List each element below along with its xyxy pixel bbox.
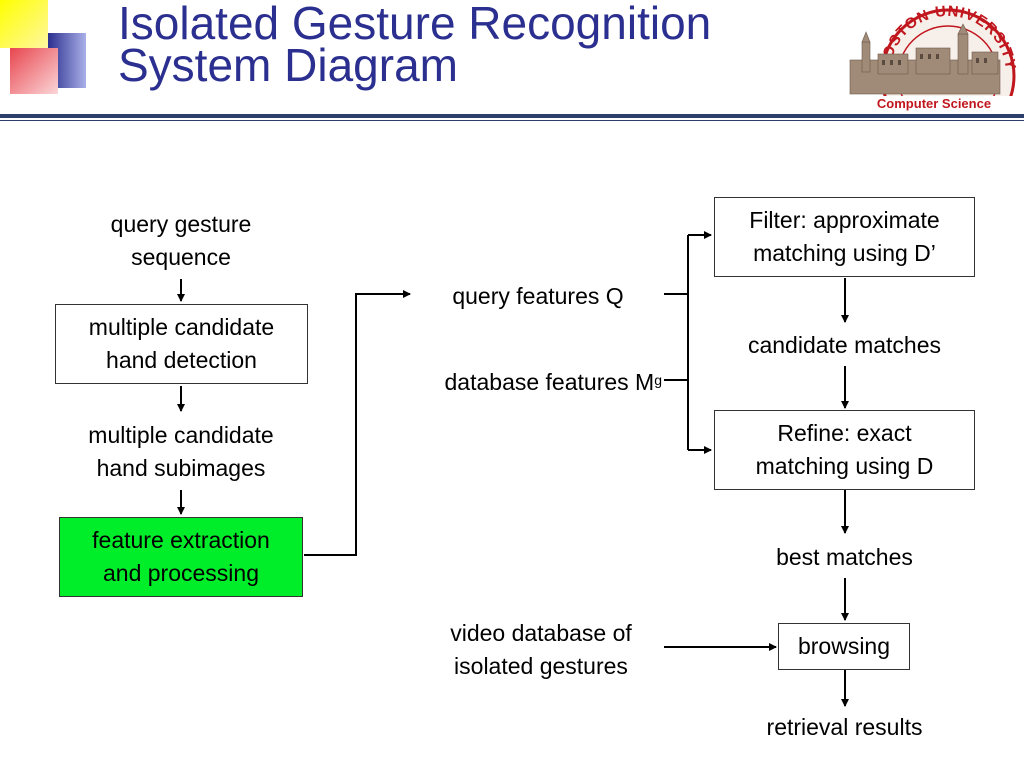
- boston-university-logo: BOSTON UNIVERSITY: [848, 3, 1020, 144]
- query-features-text: query features Q: [452, 283, 624, 309]
- database-features-label: database features Mg: [382, 366, 662, 399]
- refine-line-1: Refine: exact: [777, 420, 912, 446]
- best-matches-label: best matches: [714, 541, 975, 574]
- candidate-matches-text: candidate matches: [747, 332, 942, 358]
- feature-extraction-box: feature extraction and processing: [59, 517, 303, 597]
- refine-box: Refine: exact matching using D: [714, 410, 975, 490]
- retrieval-results-label: retrieval results: [714, 711, 975, 744]
- hand-subimages-line-1: multiple candidate: [88, 422, 274, 448]
- query-features-label: query features Q: [418, 280, 658, 313]
- slide-title: Isolated Gesture Recognition System Diag…: [118, 0, 712, 91]
- hand-subimages-line-2: hand subimages: [96, 455, 266, 481]
- slide-title-line-1: Isolated Gesture Recognition: [118, 0, 712, 49]
- hand-detection-line-2: hand detection: [106, 347, 257, 373]
- database-features-superscript: g: [654, 372, 662, 388]
- video-database-line-1: video database of: [450, 620, 632, 646]
- corner-decoration: [0, 0, 110, 100]
- browsing-box: browsing: [778, 623, 910, 670]
- query-gesture-sequence-label: query gesture sequence: [61, 208, 301, 274]
- query-gesture-line-1: query gesture: [110, 211, 252, 237]
- corner-squares-graphic: [0, 0, 86, 94]
- filter-line-1: Filter: approximate: [749, 207, 940, 233]
- logo-caption: Computer Science: [876, 96, 992, 111]
- browsing-text: browsing: [797, 633, 891, 659]
- filter-line-2: matching using D’: [753, 240, 936, 266]
- connector-extraction-to-query-features: [304, 290, 411, 556]
- hand-detection-line-1: multiple candidate: [88, 314, 275, 340]
- best-matches-text: best matches: [776, 544, 913, 570]
- retrieval-results-text: retrieval results: [766, 714, 923, 740]
- hand-subimages-label: multiple candidate hand subimages: [51, 419, 311, 485]
- feature-extraction-line-2: and processing: [103, 560, 259, 586]
- hand-detection-box: multiple candidate hand detection: [55, 304, 308, 384]
- database-features-text: database features M: [444, 369, 655, 395]
- feature-extraction-line-1: feature extraction: [92, 527, 270, 553]
- title-divider-thin: [0, 120, 1024, 121]
- video-database-line-2: isolated gestures: [454, 653, 628, 679]
- filter-box: Filter: approximate matching using D’: [714, 197, 975, 277]
- title-divider-thick: [0, 114, 1024, 118]
- refine-line-2: matching using D: [755, 453, 934, 479]
- query-gesture-line-2: sequence: [131, 244, 231, 270]
- video-database-label: video database of isolated gestures: [421, 617, 661, 683]
- slide-title-line-2: System Diagram: [118, 39, 458, 91]
- candidate-matches-label: candidate matches: [714, 329, 975, 362]
